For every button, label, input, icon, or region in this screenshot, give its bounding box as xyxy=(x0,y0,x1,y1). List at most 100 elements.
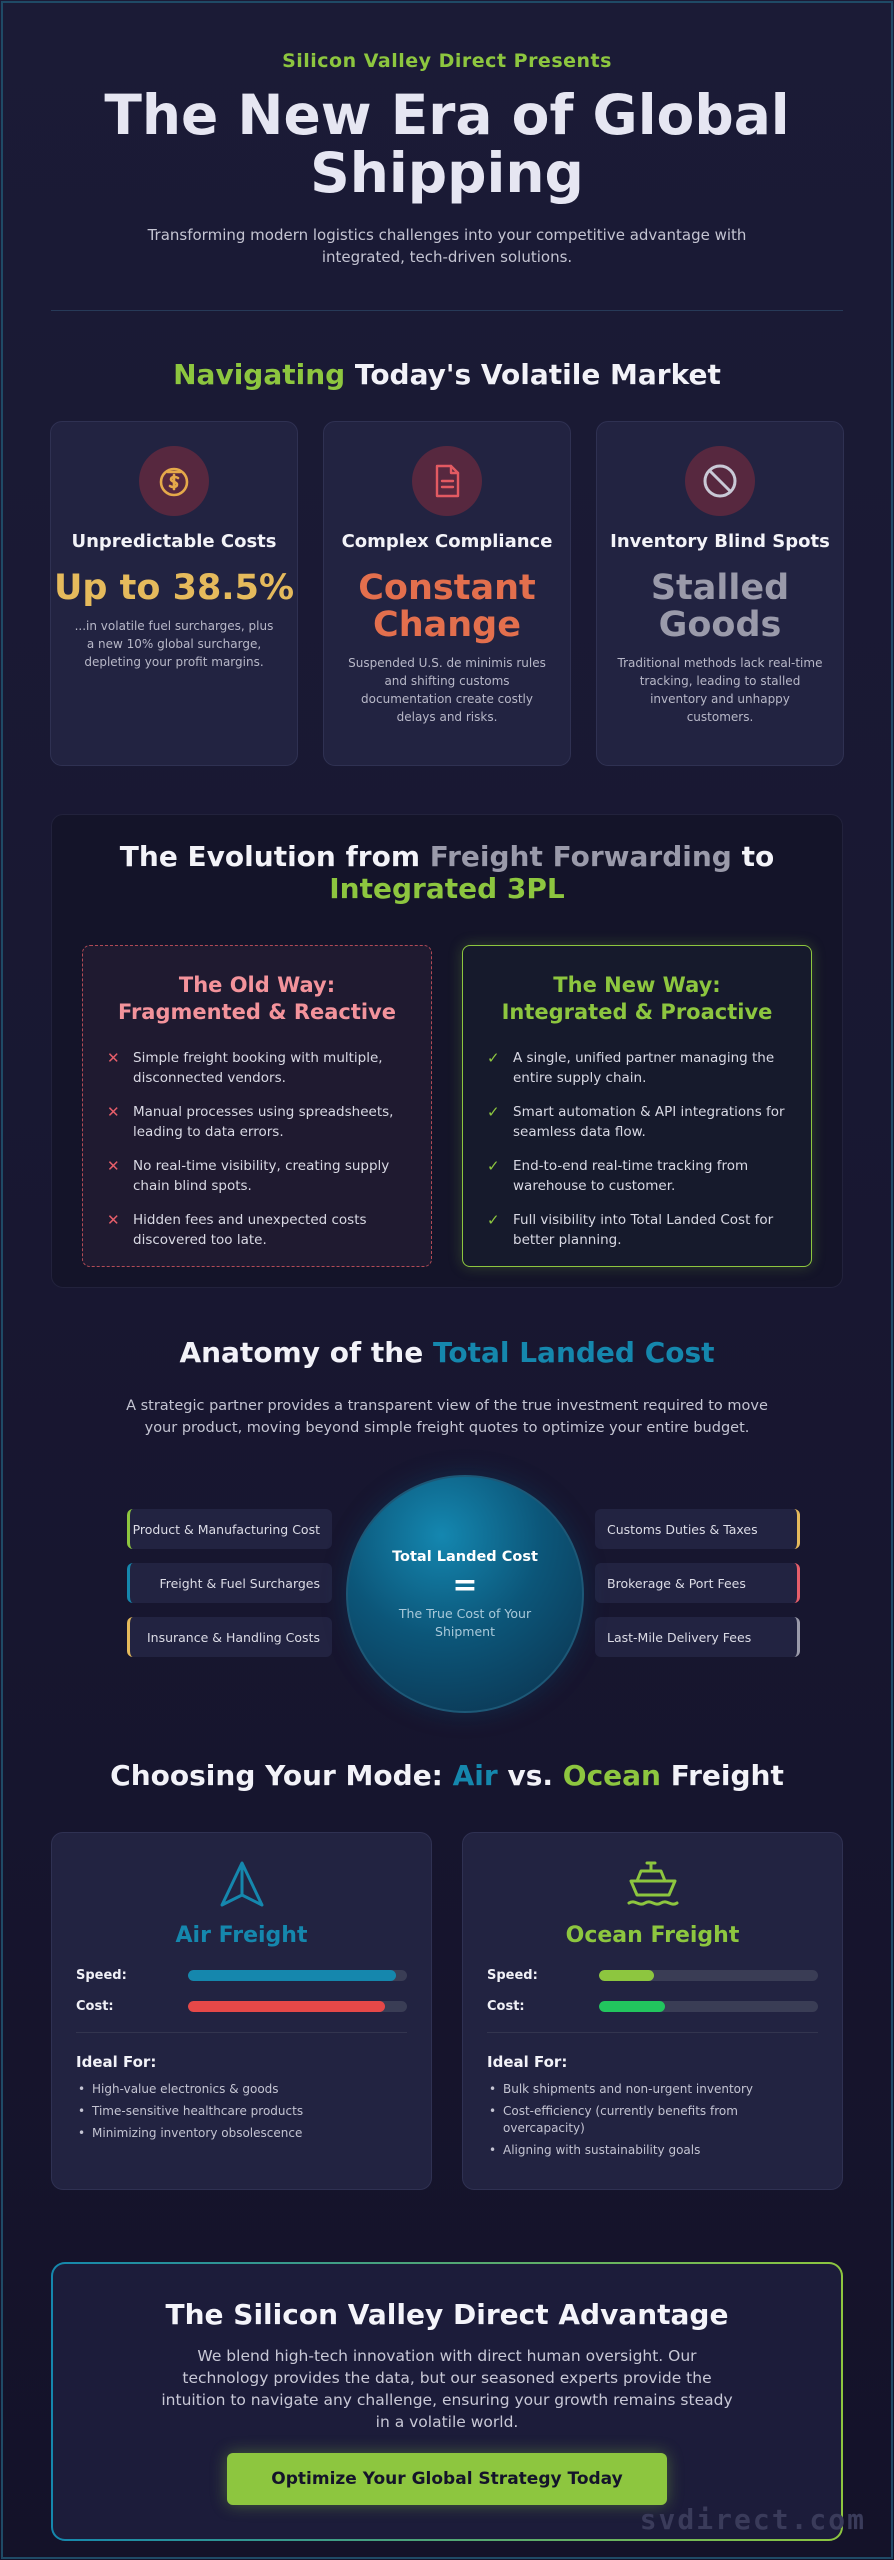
speed-bar-fill xyxy=(599,1970,654,1981)
list-item-text: Simple freight booking with multiple, di… xyxy=(133,1050,383,1086)
mode-title-mid: vs. xyxy=(497,1759,563,1792)
x-icon: ✕ xyxy=(107,1049,120,1067)
challenge-card-inventory: Inventory Blind Spots Stalled Goods Trad… xyxy=(596,421,844,766)
cost-item: Insurance & Handling Costs xyxy=(127,1617,332,1657)
check-icon: ✓ xyxy=(487,1157,500,1175)
cost-item: Freight & Fuel Surcharges xyxy=(127,1563,332,1603)
x-icon: ✕ xyxy=(107,1211,120,1229)
new-way-title-line2: Integrated & Proactive xyxy=(501,1000,773,1024)
intro-text: Transforming modern logistics challenges… xyxy=(147,226,747,266)
ship-icon xyxy=(487,1859,818,1911)
speed-bar-track xyxy=(599,1970,818,1981)
list-item: ✕ No real-time visibility, creating suppl… xyxy=(107,1156,407,1196)
market-title: Navigating Today's Volatile Market xyxy=(0,358,894,391)
card-desc: ...in volatile fuel surcharges, plus a n… xyxy=(74,619,274,669)
cost-item: Last-Mile Delivery Fees xyxy=(595,1617,800,1657)
main-title: The New Era of Global Shipping xyxy=(104,83,790,205)
landed-cost-diagram: Product & Manufacturing Cost Freight & F… xyxy=(0,1469,894,1719)
list-item: ✓ End-to-end real-time tracking from ware… xyxy=(487,1156,787,1196)
landed-cost-desc: A strategic partner provides a transpare… xyxy=(126,1398,768,1436)
new-way-list: ✓ A single, unified partner managing the … xyxy=(487,1048,787,1250)
check-icon: ✓ xyxy=(487,1103,500,1121)
evolution-title-green: Integrated 3PL xyxy=(329,872,565,905)
divider xyxy=(51,310,843,311)
mode-title-ocean: Ocean xyxy=(562,1759,661,1792)
air-freight-title: Air Freight xyxy=(175,1923,308,1948)
list-item-text: End-to-end real-time tracking from wareh… xyxy=(513,1158,749,1194)
old-way-title: The Old Way: Fragmented & Reactive xyxy=(107,972,407,1026)
cost-row: Cost: xyxy=(487,1999,818,2014)
ways-comparison: The Old Way: Fragmented & Reactive ✕ Simp… xyxy=(52,945,842,1267)
card-title: Unpredictable Costs xyxy=(71,531,277,552)
document-icon xyxy=(412,446,482,516)
x-icon: ✕ xyxy=(107,1103,120,1121)
header: Silicon Valley Direct Presents The New E… xyxy=(0,0,894,311)
cta-title: The Silicon Valley Direct Advantage xyxy=(165,2298,729,2331)
list-item: ✕Manual processes using spreadsheets, le… xyxy=(107,1102,407,1142)
list-item: ✓A single, unified partner managing the … xyxy=(487,1048,787,1088)
list-item: Minimizing inventory obsolescence xyxy=(76,2125,407,2142)
speed-label: Speed: xyxy=(76,1968,127,1983)
new-way-panel: The New Way: Integrated & Proactive ✓ A s… xyxy=(462,945,812,1267)
ideal-for-title: Ideal For: xyxy=(487,2053,568,2071)
list-item-text: Full visibility into Total Landed Cost f… xyxy=(513,1212,774,1248)
equals-icon: = xyxy=(452,1568,478,1603)
mode-title: Choosing Your Mode: Air vs. Ocean Freigh… xyxy=(0,1759,894,1792)
optimize-strategy-button[interactable]: Optimize Your Global Strategy Today xyxy=(227,2453,667,2505)
watermark: svdirect.com xyxy=(639,2503,866,2536)
market-title-rest: Today's Volatile Market xyxy=(345,358,721,391)
mode-title-air: Air xyxy=(452,1759,498,1792)
list-item: ✓Smart automation & API integrations for… xyxy=(487,1102,787,1142)
mode-title-suffix: Freight xyxy=(660,1759,784,1792)
dollar-gauge-icon xyxy=(139,446,209,516)
check-icon: ✓ xyxy=(487,1211,500,1229)
card-stat: Constant Change xyxy=(358,568,536,645)
x-icon: ✕ xyxy=(107,1157,120,1175)
no-entry-icon xyxy=(685,446,755,516)
list-item-text: No real-time visibility, creating supply… xyxy=(133,1158,390,1194)
card-stat: Up to 38.5% xyxy=(53,568,295,608)
list-item: ✕ Simple freight booking with multiple, d… xyxy=(107,1048,407,1088)
card-stat: Stalled Goods xyxy=(650,568,790,645)
new-way-title: The New Way: Integrated & Proactive xyxy=(487,972,787,1026)
cost-label: Cost: xyxy=(76,1999,114,2014)
cost-bar-track xyxy=(599,2001,818,2012)
card-title: Inventory Blind Spots xyxy=(610,531,830,552)
evolution-title-grey: Freight Forwarding xyxy=(429,840,732,873)
ideal-list: High-value electronics & goods Time-sens… xyxy=(76,2081,407,2142)
cost-bar-track xyxy=(188,2001,407,2012)
old-way-panel: The Old Way: Fragmented & Reactive ✕ Simp… xyxy=(82,945,432,1267)
list-item: Aligning with sustainability goals xyxy=(487,2142,818,2159)
total-landed-cost-hub: Total Landed Cost = The True Cost of You… xyxy=(346,1475,584,1713)
list-item: High-value electronics & goods xyxy=(76,2081,407,2098)
landed-title-accent: Total Landed Cost xyxy=(432,1336,715,1369)
list-item-text: Hidden fees and unexpected costs discove… xyxy=(133,1212,367,1248)
speed-row: Speed: xyxy=(487,1968,818,1983)
mode-cards: Air Freight Speed: Cost: Ideal For: High… xyxy=(0,1832,894,2190)
list-item: Time-sensitive healthcare products xyxy=(76,2103,407,2120)
challenge-cards: Unpredictable Costs Up to 38.5% ...in vo… xyxy=(0,421,894,766)
evolution-section: The Evolution from Freight Forwarding to… xyxy=(51,814,843,1288)
landed-cost-title: Anatomy of the Total Landed Cost xyxy=(0,1336,894,1369)
ideal-list: Bulk shipments and non-urgent inventory … xyxy=(487,2081,818,2159)
new-way-title-line1: The New Way: xyxy=(553,973,721,997)
cta-section: The Silicon Valley Direct Advantage We b… xyxy=(51,2262,843,2541)
list-item: ✕ Hidden fees and unexpected costs discov… xyxy=(107,1210,407,1250)
list-item-text: A single, unified partner managing the e… xyxy=(513,1050,775,1086)
cta-panel: The Silicon Valley Direct Advantage We b… xyxy=(53,2264,841,2539)
card-title: Complex Compliance xyxy=(341,531,553,552)
hub-title: Total Landed Cost xyxy=(392,1549,538,1565)
divider xyxy=(487,2032,818,2033)
air-freight-card: Air Freight Speed: Cost: Ideal For: High… xyxy=(51,1832,432,2190)
card-desc: Traditional methods lack real-time track… xyxy=(617,656,823,724)
challenge-card-compliance: Complex Compliance Constant Change Suspe… xyxy=(323,421,571,766)
ocean-freight-title: Ocean Freight xyxy=(565,1923,740,1948)
paper-plane-icon xyxy=(76,1859,407,1911)
list-item: Cost-efficiency (currently benefits from… xyxy=(487,2103,818,2137)
ocean-freight-card: Ocean Freight Speed: Cost: Ideal For: Bu… xyxy=(462,1832,843,2190)
eyebrow: Silicon Valley Direct Presents xyxy=(282,50,612,72)
cost-label: Cost: xyxy=(487,1999,525,2014)
old-way-title-line1: The Old Way: xyxy=(178,973,336,997)
ideal-for-title: Ideal For: xyxy=(76,2053,157,2071)
cost-item: Brokerage & Port Fees xyxy=(595,1563,800,1603)
